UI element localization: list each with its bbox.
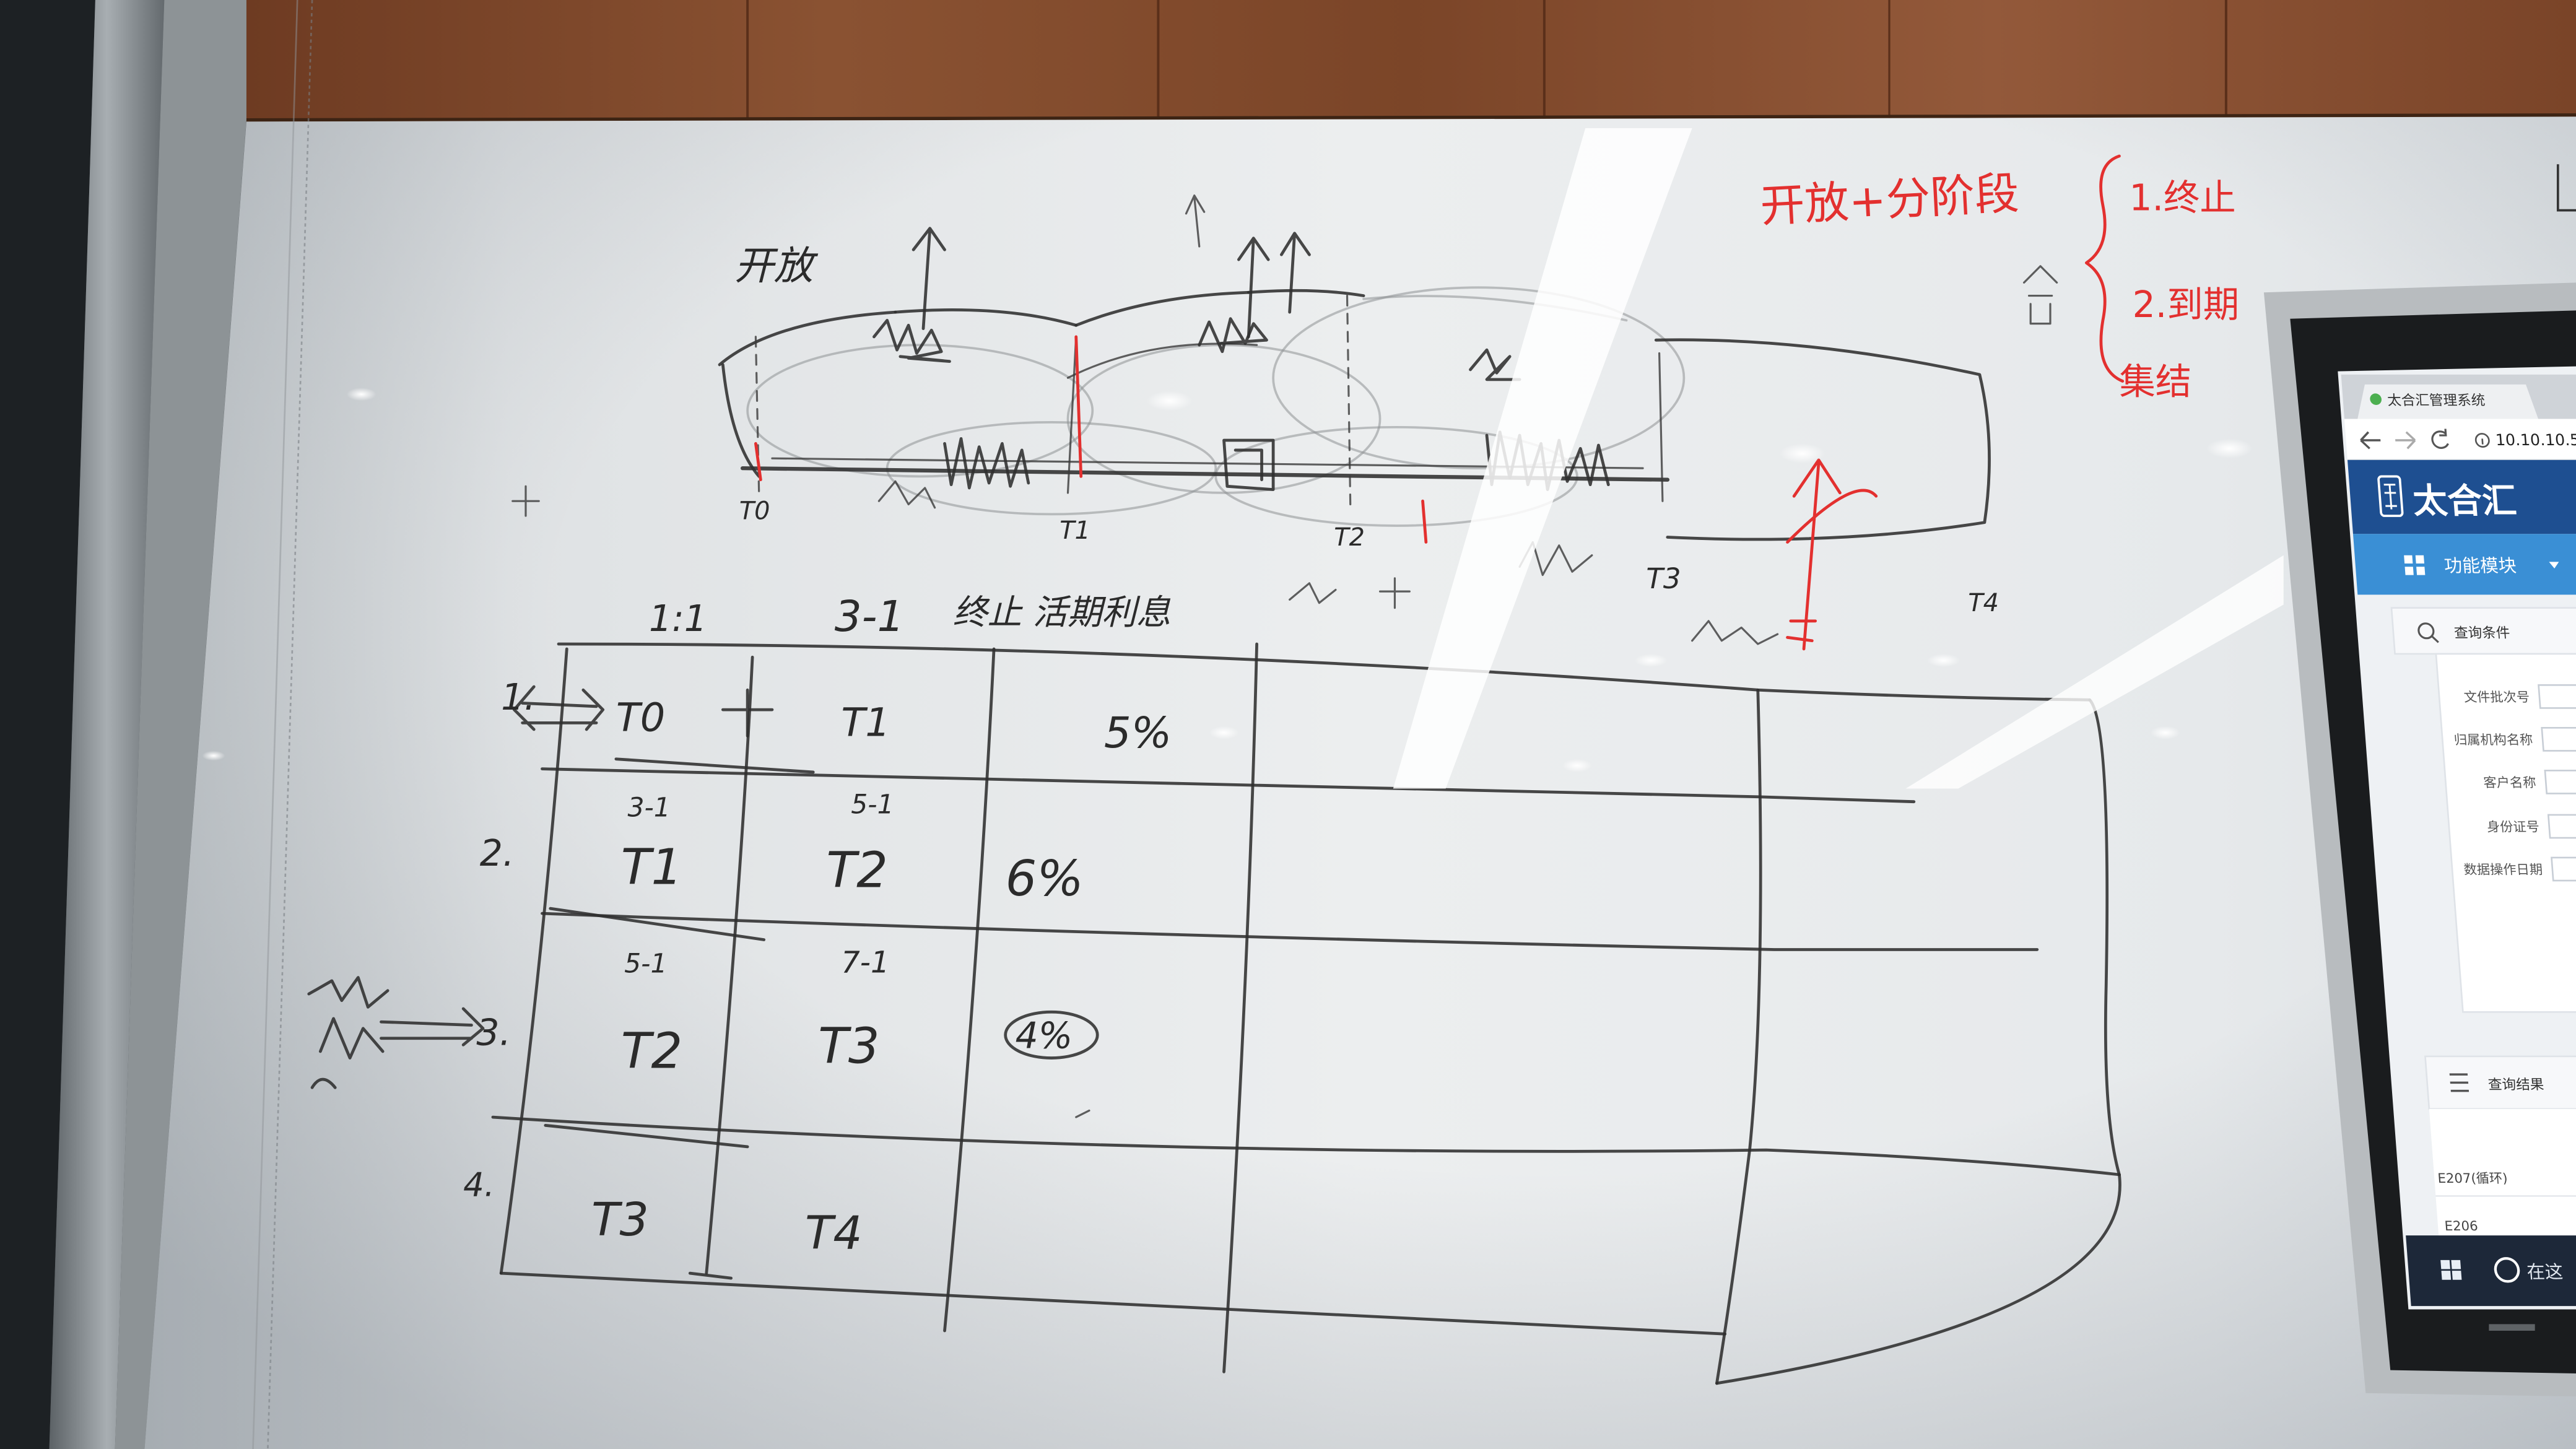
- row-label-3: 3.: [476, 1011, 511, 1053]
- search-icon: [2417, 622, 2439, 643]
- back-arrow-icon: [2360, 431, 2381, 450]
- cell-r3-c1: T2: [621, 1022, 682, 1079]
- cell-r4-c1: T3: [591, 1193, 649, 1247]
- op-date-input: [2551, 856, 2576, 882]
- sketch-note-interest: 终止 活期利息: [953, 593, 1171, 633]
- cell-r2-c1-note: 3-1: [627, 793, 670, 824]
- cell-r2-c2-note: 5-1: [851, 790, 894, 820]
- caret-down-icon: [2549, 562, 2559, 568]
- batch-no-input: [2538, 684, 2576, 709]
- red-item-2: 2.到期: [2133, 284, 2239, 326]
- grid-icon: [2404, 555, 2426, 575]
- cell-r1-rate: 5%: [1104, 708, 1172, 758]
- wood-wall-panel: [246, 0, 2576, 122]
- red-annotation: 开放+分阶段 1.终止 2.到期 集结: [1759, 154, 2239, 403]
- field-label-customer-name: 客户名称: [2483, 775, 2537, 791]
- red-footer: 集结: [2119, 361, 2191, 403]
- field-label-id-no: 身份证号: [2486, 819, 2540, 835]
- forward-arrow-icon: [2395, 431, 2416, 450]
- taskbar-search-text: 在这: [2526, 1261, 2564, 1282]
- row-label-2: 2.: [480, 832, 515, 874]
- nav-bar: [2352, 534, 2576, 595]
- monitor-screen: 太合汇管理系统 10.10.10.5 太合汇: [2341, 374, 2576, 1307]
- browser-tab: [2357, 384, 2539, 419]
- address-bar: [2344, 419, 2576, 460]
- app-header: [2347, 459, 2576, 534]
- logo-text: 太合汇: [2411, 481, 2518, 521]
- cell-r3-rate: 4%: [1016, 1015, 1073, 1057]
- sketch-note-term: 3-1: [835, 592, 905, 642]
- timeline-sketch: 开放 T0 T1 T2 T3 T4 1:1 3-1 终止 活期利息: [511, 194, 1999, 651]
- timeline-tick-t4: T4: [1968, 589, 1999, 617]
- customer-name-input: [2544, 769, 2576, 794]
- list-icon: [2449, 1073, 2469, 1092]
- logo-seal-icon: [2377, 475, 2404, 517]
- timeline-tick-t3: T3: [1646, 562, 1681, 595]
- results-title: 查询结果: [2487, 1077, 2544, 1093]
- result-row-2: E206: [2444, 1219, 2479, 1234]
- row-label-1: 1.: [501, 676, 536, 718]
- cell-r3-c1-note: 5-1: [624, 949, 667, 980]
- url-text: 10.10.10.5: [2495, 431, 2576, 449]
- favicon-icon: [2370, 393, 2382, 405]
- taskbar: [2406, 1235, 2576, 1307]
- id-no-input: [2547, 814, 2576, 839]
- field-label-batch-no: 文件批次号: [2463, 690, 2530, 705]
- cell-r2-c2: T2: [826, 842, 887, 899]
- cell-r2-rate: 6%: [1006, 850, 1084, 907]
- sketch-note-ratio: 1:1: [649, 598, 707, 640]
- field-label-op-date: 数据操作日期: [2463, 862, 2543, 877]
- cell-r3-c2: T3: [818, 1017, 879, 1075]
- cell-r1-c2: T1: [841, 700, 890, 746]
- cell-r3-c2-note: 7-1: [841, 946, 889, 980]
- results-body: [2429, 1108, 2576, 1241]
- result-row-1: E207(循环): [2437, 1171, 2509, 1186]
- search-panel-title: 查询条件: [2453, 625, 2510, 641]
- sketch-top-label: 开放: [734, 243, 819, 289]
- red-item-1: 1.终止: [2129, 177, 2235, 219]
- row-label-4: 4.: [463, 1165, 495, 1204]
- handwritten-table: 1. T0 T1 5% 2. 3-1 T1 5-1 T2 6% 3. 5-1 T…: [307, 642, 2121, 1385]
- whiteboard-surface: [144, 116, 2576, 1449]
- timeline-tick-t2: T2: [1334, 523, 1365, 552]
- org-name-input: [2541, 726, 2576, 752]
- cell-r2-c1: T1: [621, 838, 682, 895]
- wall-monitor: 太合汇管理系统 10.10.10.5 太合汇: [2263, 282, 2576, 1397]
- timeline-tick-t1: T1: [1060, 516, 1090, 545]
- timeline-tick-t0: T0: [739, 497, 770, 525]
- cell-r1-c1: T0: [616, 695, 665, 741]
- windows-logo-icon: [2440, 1260, 2462, 1280]
- cell-r4-c2: T4: [805, 1206, 863, 1260]
- blind-cord: [252, 0, 313, 1449]
- tab-title: 太合汇管理系统: [2387, 393, 2486, 409]
- refresh-icon: [2431, 429, 2449, 449]
- info-icon: [2474, 433, 2490, 448]
- monitor-brand-plate: [2489, 1324, 2535, 1331]
- field-label-org-name: 归属机构名称: [2453, 733, 2533, 748]
- cortana-circle-icon: [2494, 1257, 2520, 1283]
- nav-label: 功能模块: [2443, 555, 2517, 576]
